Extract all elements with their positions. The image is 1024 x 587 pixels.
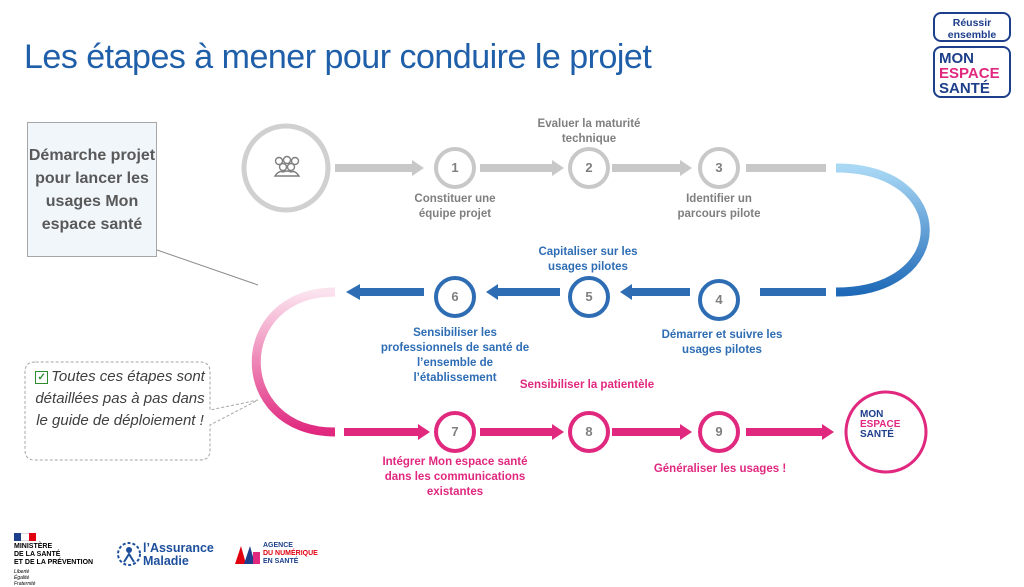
step-number: 4 [715,292,723,307]
demarche-box: Démarche projet pour lancer les usages M… [27,122,157,257]
step-number: 3 [715,160,723,175]
end-logo: MON ESPACE SANTÉ [860,410,908,440]
step-number: 6 [451,289,459,304]
assurance-maladie-icon [117,542,141,566]
end-logo-line: SANTÉ [860,429,894,440]
logo-brand: MON ESPACE SANTÉ [933,46,1011,98]
demarche-text: Démarche projet pour lancer les usages M… [28,146,156,233]
step-label: Intégrer Mon espace santé dans les commu… [382,456,528,498]
mon-espace-sante-logo: Réussir ensemble MON ESPACE SANTÉ [933,12,1013,98]
callout-text: ✓Toutes ces étapes sont détaillées pas à… [30,366,210,432]
page-title: Les étapes à mener pour conduire le proj… [24,38,652,76]
motto-line: Égalité [14,575,30,581]
logo-brand-line: MON [939,50,974,67]
step-circles [434,147,740,453]
ans-line: EN SANTÉ [263,558,299,565]
callout-bubble [24,361,259,461]
step-number: 1 [451,160,459,175]
row3-arrows [344,424,834,440]
logo-brand-line: ESPACE [939,65,1000,82]
ministry-logo: MINISTÈRE DE LA SANTÉ ET DE LA PRÉVENTIO… [14,533,104,587]
step-label: Généraliser les usages ! [653,463,787,475]
ans-logo: AGENCE DU NUMÉRIQUE EN SANTÉ [233,540,343,570]
step-number: 2 [585,160,593,175]
ans-line: AGENCE [263,542,293,549]
connector-line [156,249,259,286]
logo-tagline: Réussir ensemble [933,12,1011,42]
right-bend [835,163,930,297]
row1-arrows [335,160,826,176]
row2-arrows [346,284,826,300]
ministry-line: MINISTÈRE [14,543,53,550]
am-line: l’Assurance [143,541,214,555]
step-label: Sensibiliser les professionnels de santé… [380,327,530,384]
people-group-icon [273,155,301,177]
checkbox-icon: ✓ [35,371,49,384]
ans-line: DU NUMÉRIQUE [263,550,318,557]
end-logo-line: MON [860,409,884,420]
assurance-maladie-logo: l’Assurance Maladie [117,540,217,570]
ans-icon [235,546,260,564]
left-bend [251,287,336,437]
ministry-line: ET DE LA PRÉVENTION [14,559,94,566]
step-label: Evaluer la maturité technique [537,118,641,145]
step-label: Sensibiliser la patientèle [519,379,655,391]
assurance-maladie-text: l’Assurance Maladie [143,542,214,568]
motto-line: Fraternité [14,581,36,587]
logo-brand-line: SANTÉ [939,80,990,97]
ans-text: AGENCE DU NUMÉRIQUE EN SANTÉ [263,542,318,566]
step-number: 7 [451,424,459,439]
step-number: 9 [715,424,723,439]
step-label: Démarrer et suivre les usages pilotes [661,329,783,356]
ministry-line: DE LA SANTÉ [14,551,61,558]
step-label: Identifier un parcours pilote [677,193,761,220]
step-number: 8 [585,424,593,439]
callout-label: Toutes ces étapes sont détaillées pas à … [35,368,205,429]
am-line: Maladie [143,554,189,568]
end-logo-line: ESPACE [860,419,901,430]
french-flag-icon [14,533,36,541]
ministry-motto: Liberté Égalité Fraternité [14,569,104,587]
step-label: Constituer une équipe projet [414,193,496,220]
end-circle [844,390,928,474]
motto-line: Liberté [14,569,30,575]
step-label: Capitaliser sur les usages pilotes [538,246,638,273]
step-number: 5 [585,289,593,304]
